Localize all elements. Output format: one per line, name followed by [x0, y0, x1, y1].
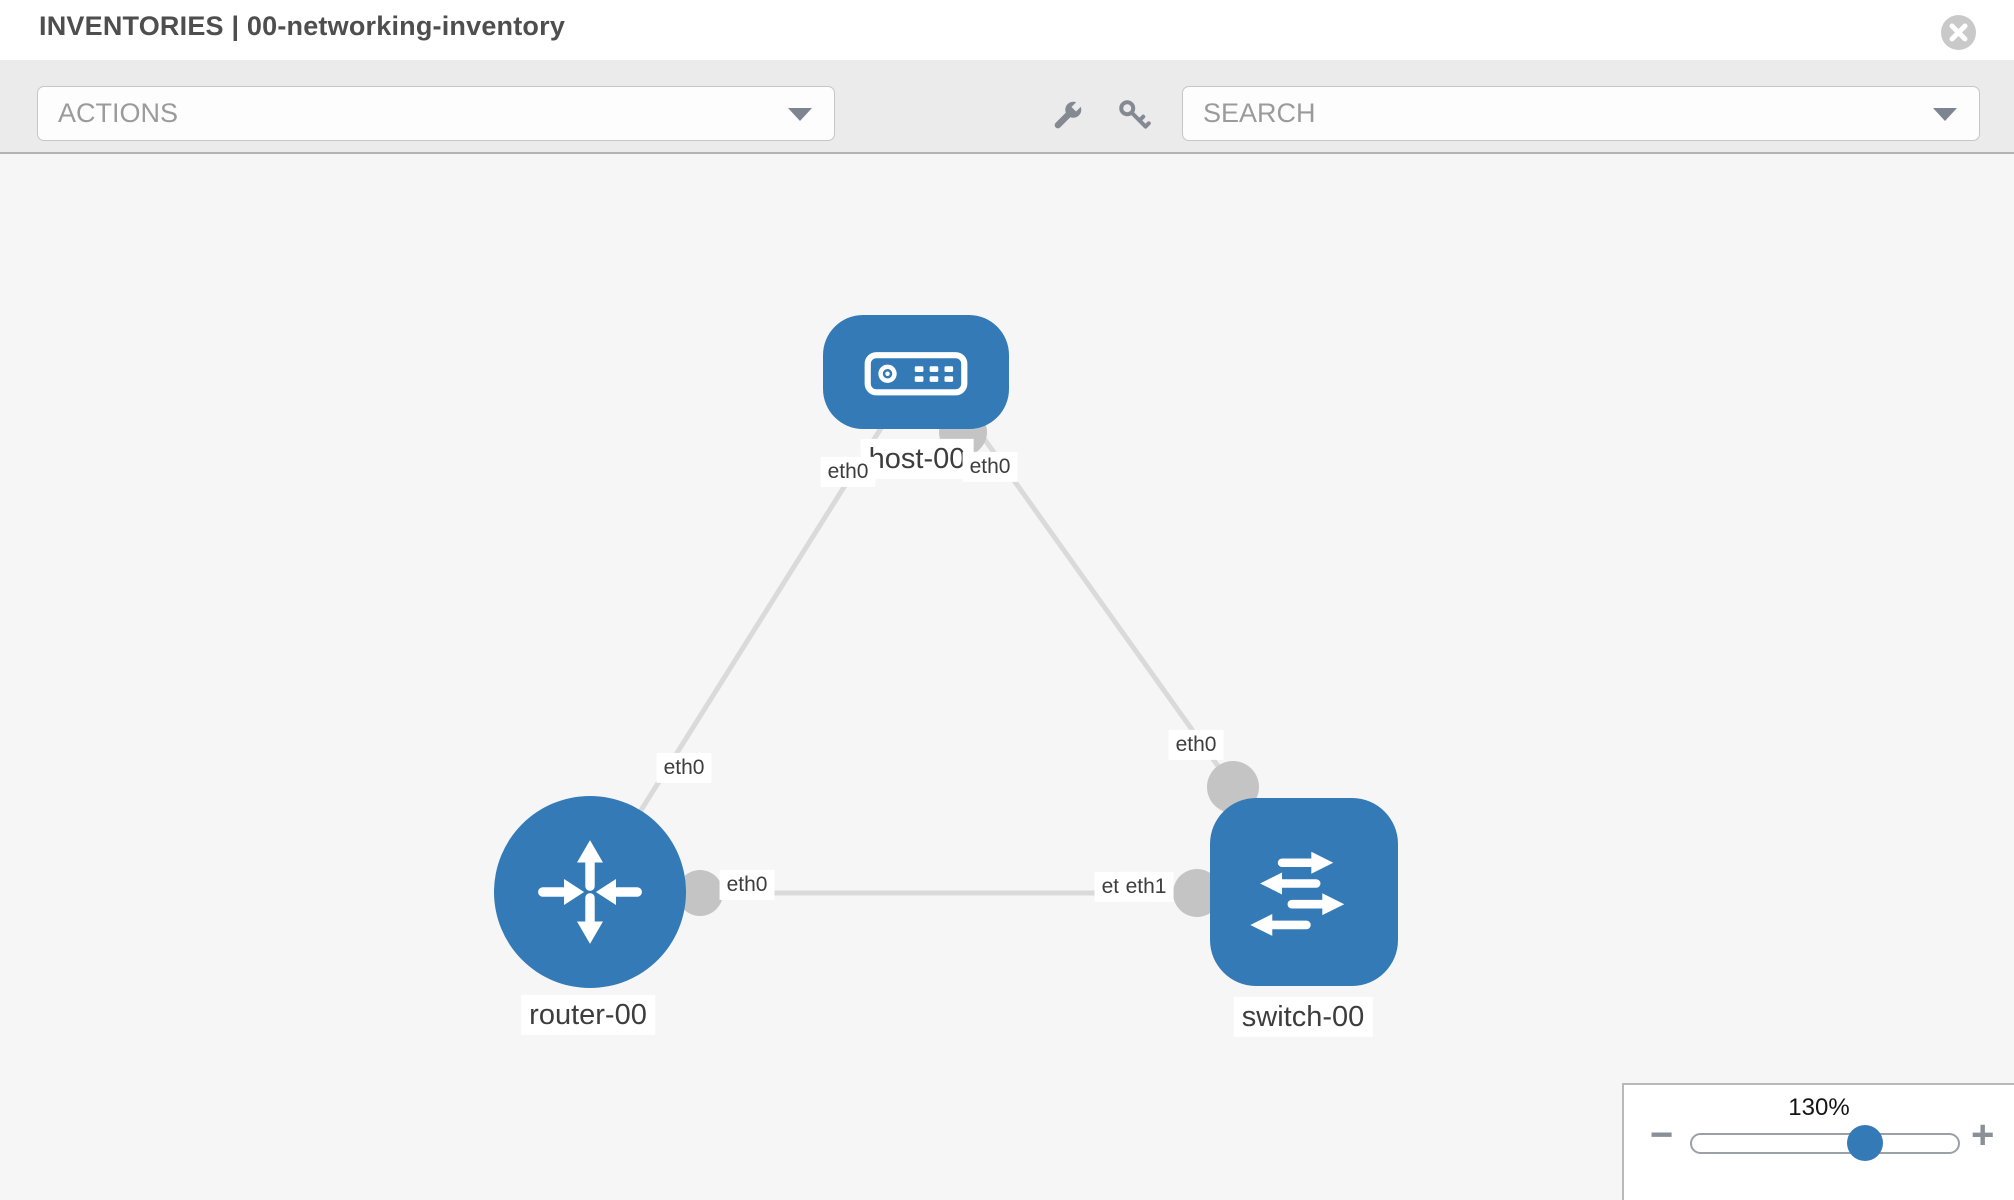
wrench-icon — [1054, 100, 1083, 129]
router-arrows-icon — [538, 840, 642, 944]
topology-canvas[interactable]: host-00 router-00 switch-00 eth0 eth0 et… — [0, 156, 2014, 1200]
actions-dropdown-label: ACTIONS — [58, 98, 179, 128]
zoom-out-button[interactable]: − — [1650, 1113, 1674, 1157]
header: INVENTORIES | 00-networking-inventory — [0, 0, 2014, 60]
if-label-router-to-host: eth0 — [656, 752, 712, 784]
credentials-button[interactable] — [1115, 96, 1155, 136]
actions-dropdown[interactable]: ACTIONS — [37, 86, 835, 141]
node-label-host: host-00 — [860, 438, 974, 480]
if-label-host-to-router: eth0 — [820, 456, 876, 488]
node-host-00[interactable] — [823, 315, 1009, 429]
toolbar: ACTIONS SEARCH — [0, 60, 2014, 154]
zoom-panel: 130% − + — [1622, 1083, 2014, 1200]
switch-arrows-icon — [1250, 851, 1345, 936]
close-button[interactable] — [1940, 14, 1977, 51]
node-switch-00[interactable] — [1210, 798, 1398, 986]
node-label-router: router-00 — [521, 994, 655, 1036]
connector-dot-switch-left — [1173, 869, 1221, 917]
link-host-switch — [942, 382, 1236, 789]
if-label-switch-to-router: eth1 — [1118, 871, 1174, 903]
chevron-down-icon — [1933, 107, 1957, 121]
search-dropdown[interactable]: SEARCH — [1182, 86, 1980, 141]
server-icon — [864, 351, 968, 395]
chevron-down-icon — [788, 107, 812, 121]
node-label-switch: switch-00 — [1233, 996, 1373, 1038]
page-title: INVENTORIES | 00-networking-inventory — [39, 11, 566, 41]
zoom-in-button[interactable]: + — [1971, 1113, 1995, 1157]
if-label-host-to-switch: eth0 — [962, 451, 1018, 483]
close-circle-icon — [1941, 15, 1976, 50]
node-router-00[interactable] — [494, 796, 686, 988]
configure-tools-button[interactable] — [1047, 96, 1087, 136]
connector-dot-router — [677, 870, 723, 916]
if-label-router-to-switch: eth0 — [719, 869, 775, 901]
zoom-slider-thumb[interactable] — [1847, 1125, 1883, 1161]
if-label-switch-to-host: eth0 — [1168, 729, 1224, 761]
topology-links — [586, 372, 1259, 917]
zoom-slider-track[interactable] — [1690, 1125, 1960, 1161]
zoom-level: 130% — [1788, 1094, 1850, 1121]
search-dropdown-label: SEARCH — [1203, 98, 1316, 128]
key-icon — [1119, 100, 1151, 129]
